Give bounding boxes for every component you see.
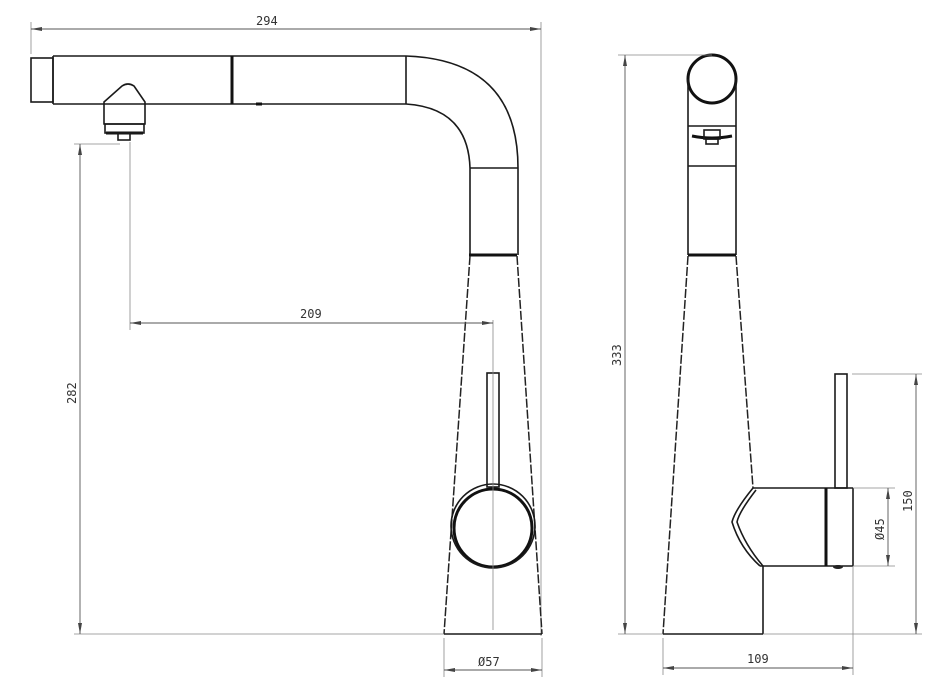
- spout-arm: [30, 55, 519, 169]
- dimension-handle-diameter: Ø45: [853, 487, 895, 567]
- handle-side: [731, 373, 854, 569]
- spray-head: [103, 83, 146, 141]
- dimension-label-150: 150: [901, 490, 915, 512]
- dimension-lever-height: 150: [763, 373, 922, 635]
- dimension-label-57: Ø57: [478, 655, 500, 669]
- spout-head-side: [686, 53, 738, 257]
- dimension-label-294: 294: [256, 14, 278, 28]
- tapered-body: [443, 255, 543, 635]
- dimension-label-209: 209: [300, 307, 322, 321]
- dimension-base-depth: 109: [662, 566, 854, 675]
- dimension-label-282: 282: [65, 382, 79, 404]
- dimension-spout-height: 282: [65, 143, 444, 635]
- neck-collar: [469, 167, 519, 257]
- front-view: 294: [30, 14, 543, 677]
- dimension-overall-height: 333: [610, 54, 712, 635]
- lever-handle: [450, 320, 536, 630]
- side-view: 333 150 Ø45 109: [610, 53, 922, 675]
- dimension-label-333: 333: [610, 344, 624, 366]
- tapered-body-side: [662, 255, 764, 635]
- dimension-spout-reach: 209: [129, 142, 493, 330]
- dimension-base-diameter: Ø57: [443, 638, 543, 677]
- dimension-label-109: 109: [747, 652, 769, 666]
- dimension-label-45: Ø45: [873, 518, 887, 540]
- dimension-overall-length: 294: [30, 14, 542, 636]
